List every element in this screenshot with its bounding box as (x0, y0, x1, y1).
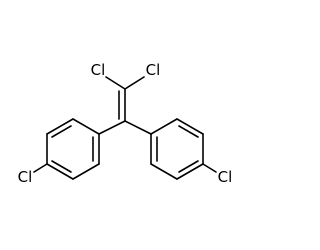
bond-cl-top-left (105, 76, 126, 90)
right-phenyl-ring (150, 118, 204, 180)
ring-bond (72, 118, 100, 135)
ring-inner-double-bond (178, 125, 199, 138)
bond-center-left-ring (98, 120, 126, 135)
ring-bond (46, 163, 74, 180)
ring-bond (150, 163, 178, 180)
ring-inner-double-bond (178, 160, 199, 173)
ring-bond (150, 118, 178, 135)
atom-label-cl-top-left: Cl (91, 61, 106, 79)
bond-cl-top-right (124, 76, 145, 90)
ring-inner-double-bond (51, 125, 72, 138)
ring-bond (176, 118, 204, 135)
bond-right-ring-cl (202, 163, 217, 173)
atom-label-cl-top-right: Cl (146, 61, 161, 79)
ring-bond (72, 163, 100, 180)
ring-bond (176, 163, 204, 180)
left-phenyl-ring (46, 118, 100, 180)
bond-left-ring-cl (33, 163, 48, 173)
bond-center-right-ring (124, 120, 152, 135)
chemical-structure: Cl Cl Cl Cl (18, 61, 233, 186)
ring-inner-double-bond (51, 160, 72, 173)
atom-label-cl-right-ring: Cl (218, 168, 233, 186)
atom-label-cl-left-ring: Cl (18, 168, 33, 186)
ring-bond (46, 118, 74, 135)
